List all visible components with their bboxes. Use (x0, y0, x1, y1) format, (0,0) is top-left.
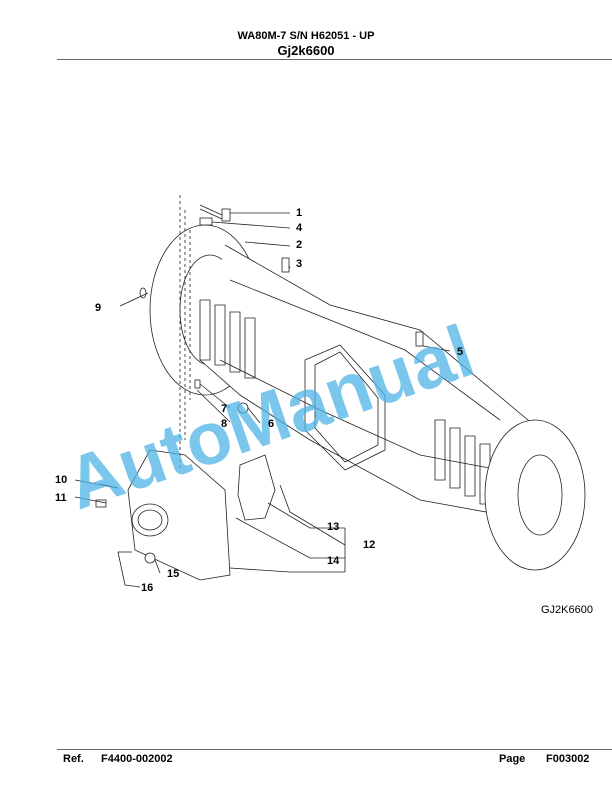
callout-14: 14 (327, 555, 340, 567)
pin-11 (95, 499, 107, 508)
plug-3 (281, 257, 290, 273)
header-rule (57, 59, 612, 60)
page-value: F003002 (546, 753, 590, 765)
bolt-12 (279, 484, 291, 513)
pin-4 (199, 217, 213, 226)
callout-8: 8 (221, 418, 227, 430)
model-line: WA80M-7 S/N H62051 - UP (237, 30, 375, 42)
callout-6: 6 (268, 418, 274, 430)
callout-2: 2 (296, 239, 302, 251)
group-code: Gj2k6600 (277, 43, 335, 58)
callout-5: 5 (457, 346, 463, 358)
bearing-cap (237, 454, 276, 521)
callout-1: 1 (296, 207, 302, 219)
callout-10: 10 (55, 474, 67, 486)
right-flange (484, 419, 586, 571)
ref-label: Ref. (63, 753, 84, 765)
callout-3: 3 (296, 258, 302, 270)
callout-16: 16 (141, 582, 153, 594)
center-housing (304, 344, 386, 471)
footer-rule (57, 749, 612, 750)
page-label: Page (499, 753, 526, 765)
callout-15: 15 (167, 568, 179, 580)
callout-7: 7 (221, 403, 227, 415)
ref-value: F4400-002002 (101, 753, 173, 765)
o-ring-9 (139, 287, 147, 299)
callout-12: 12 (363, 539, 375, 551)
plug-5 (415, 331, 424, 347)
callout-9: 9 (95, 302, 101, 314)
carrier-cover (127, 449, 231, 581)
callout-13: 13 (327, 521, 339, 533)
figure-code: GJ2K6600 (541, 604, 593, 616)
callout-11: 11 (55, 492, 67, 504)
bolt-7 (194, 379, 201, 389)
bolt-1 (199, 204, 223, 220)
nut-15 (144, 552, 156, 564)
callout-4: 4 (296, 222, 303, 234)
